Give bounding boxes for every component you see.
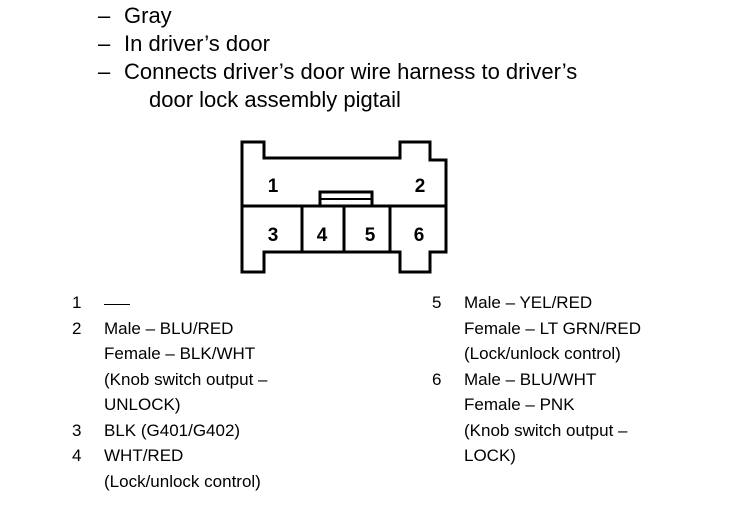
pin-number: 3 [72, 420, 82, 440]
pin-detail: Female – LT GRN/RED [464, 318, 641, 338]
pin-entry-2: 2 Male – BLU/RED Female – BLK/WHT (Knob … [72, 316, 267, 418]
pin-entry-1: 1 [72, 290, 267, 316]
pin-number: 1 [72, 293, 82, 312]
pin-detail: Male – YEL/RED [464, 293, 593, 312]
pin-entry-3: 3 BLK (G401/G402) [72, 418, 267, 444]
pin-list-left: 1 2 Male – BLU/RED Female – BLK/WHT (Kno… [72, 290, 267, 494]
pin-entry-6: 6 Male – BLU/WHT Female – PNK (Knob swit… [432, 367, 641, 469]
pin-detail: (Knob switch output – [104, 369, 268, 389]
pin-detail: WHT/RED [104, 446, 184, 465]
pin-detail: Female – PNK [464, 395, 575, 414]
pin-detail: BLK (G401/G402) [104, 420, 241, 440]
description-text: Gray [124, 3, 172, 28]
pin-number: 4 [72, 446, 82, 465]
pin-detail: Male – BLU/RED [104, 318, 234, 338]
connector-face-diagram: 1 2 3 4 5 6 [240, 140, 448, 274]
cavity-label-3: 3 [268, 225, 279, 246]
pin-detail: LOCK) [464, 446, 516, 465]
pin-detail: Male – BLU/WHT [464, 369, 597, 389]
description-location: – In driver’s door [98, 30, 728, 58]
cavity-label-6: 6 [414, 225, 425, 246]
pin-number: 5 [432, 293, 442, 312]
cavity-label-4: 4 [317, 225, 328, 246]
pin-list-right: 5 Male – YEL/RED Female – LT GRN/RED (Lo… [432, 290, 641, 469]
pin-detail: (Knob switch output – [464, 420, 628, 440]
pin-detail: UNLOCK) [104, 395, 181, 414]
description-text: door lock assembly pigtail [149, 87, 401, 112]
pin-number: 2 [72, 318, 82, 338]
connector-description: – Gray – In driver’s door – Connects dri… [98, 2, 728, 114]
description-color: – Gray [98, 2, 728, 30]
pin-detail: (Lock/unlock control) [464, 344, 621, 363]
pin-number: 6 [432, 369, 442, 389]
pin-entry-4: 4 WHT/RED (Lock/unlock control) [72, 443, 267, 494]
description-text: In driver’s door [124, 31, 270, 56]
cavity-label-1: 1 [268, 176, 279, 197]
pin-detail: (Lock/unlock control) [104, 471, 261, 491]
pin-detail: Female – BLK/WHT [104, 344, 256, 363]
connector-housing-outline [240, 140, 448, 274]
description-function: – Connects driver’s door wire harness to… [98, 58, 728, 114]
cavity-label-2: 2 [415, 176, 426, 197]
description-text: Connects driver’s door wire harness to d… [124, 59, 578, 84]
pin-entry-5: 5 Male – YEL/RED Female – LT GRN/RED (Lo… [432, 290, 641, 367]
cavity-label-5: 5 [365, 225, 376, 246]
no-connection-dash [104, 304, 130, 306]
